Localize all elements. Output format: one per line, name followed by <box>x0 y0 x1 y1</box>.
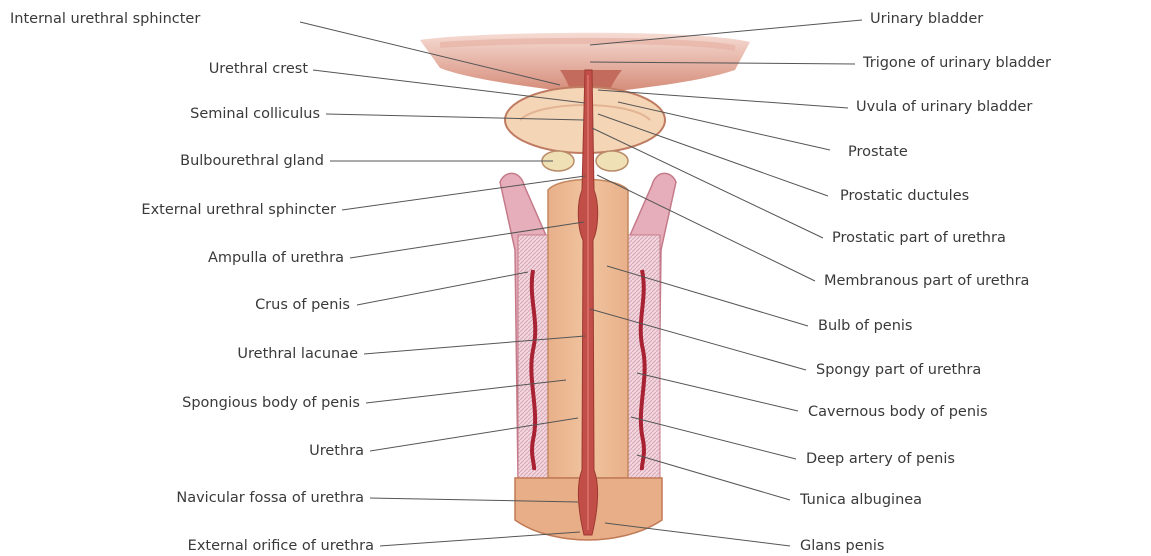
label-prostatic-ductules: Prostatic ductules <box>840 187 969 205</box>
label-bulbourethral-gland: Bulbourethral gland <box>30 152 324 170</box>
label-tunica-albuginea: Tunica albuginea <box>800 491 922 509</box>
label-spongious-body-of-penis: Spongious body of penis <box>20 394 360 412</box>
label-cavernous-body-of-penis: Cavernous body of penis <box>808 403 988 421</box>
label-external-urethral-sphincter: External urethral sphincter <box>20 201 336 219</box>
label-external-orifice-of-urethra: External orifice of urethra <box>20 537 374 555</box>
label-bulb-of-penis: Bulb of penis <box>818 317 912 335</box>
label-crus-of-penis: Crus of penis <box>30 296 350 314</box>
label-prostatic-part-of-urethra: Prostatic part of urethra <box>832 229 1006 247</box>
label-uvula-of-urinary-bladder: Uvula of urinary bladder <box>856 98 1032 116</box>
label-navicular-fossa-of-urethra: Navicular fossa of urethra <box>20 489 364 507</box>
label-ampulla-of-urethra: Ampulla of urethra <box>30 249 344 267</box>
label-glans-penis: Glans penis <box>800 537 884 555</box>
label-urinary-bladder: Urinary bladder <box>870 10 983 28</box>
label-spongy-part-of-urethra: Spongy part of urethra <box>816 361 981 379</box>
label-prostate: Prostate <box>848 143 908 161</box>
label-membranous-part-of-urethra: Membranous part of urethra <box>824 272 1029 290</box>
label-urethral-lacunae: Urethral lacunae <box>30 345 358 363</box>
bulbourethral-gland-right <box>596 151 628 171</box>
label-urethral-crest: Urethral crest <box>30 60 308 78</box>
label-urethra: Urethra <box>30 442 364 460</box>
label-trigone-of-urinary-bladder: Trigone of urinary bladder <box>863 54 1051 72</box>
label-deep-artery-of-penis: Deep artery of penis <box>806 450 955 468</box>
label-internal-urethral-sphincter: Internal urethral sphincter <box>10 10 296 28</box>
label-seminal-colliculus: Seminal colliculus <box>30 105 320 123</box>
